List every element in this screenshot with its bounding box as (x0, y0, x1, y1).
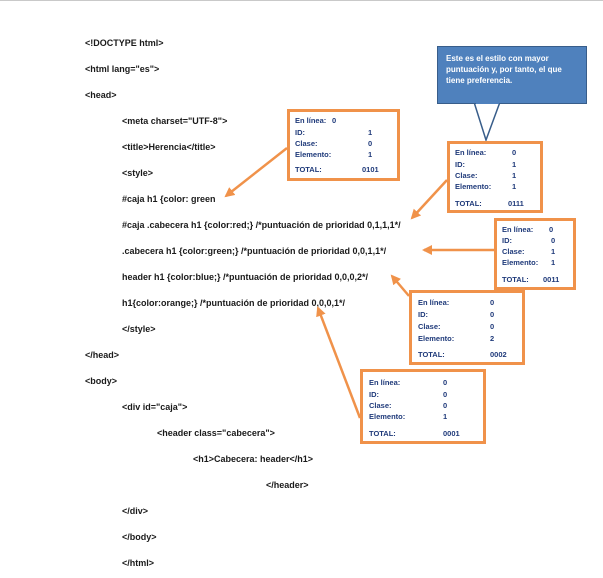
label-id: ID: (418, 310, 428, 319)
value-en-linea: 0 (512, 148, 517, 157)
code-line-div-close: </div> (122, 506, 149, 516)
code-line-body-open: <body> (85, 376, 118, 386)
code-line-head-open: <head> (85, 90, 117, 100)
label-clase: Clase: (369, 401, 392, 410)
code-line-html-close: </html> (122, 558, 155, 568)
code-line-style-open: <style> (122, 168, 154, 178)
label-id: ID: (455, 160, 465, 169)
value-en-linea: 0 (443, 378, 448, 387)
value-total: 0001 (443, 429, 460, 438)
value-clase: 0 (368, 139, 373, 148)
value-en-linea: 0 (490, 298, 495, 307)
score-box-0001: En línea: 0 ID: 0 Clase: 0 Elemento: 1 T… (360, 369, 486, 444)
label-clase: Clase: (418, 322, 441, 331)
preference-callout: Este es el estilo con mayor puntuación y… (437, 46, 587, 104)
value-elemento: 1 (512, 182, 517, 191)
value-total: 0111 (508, 199, 524, 208)
score-box-0111: En línea: 0 ID: 1 Clase: 1 Elemento: 1 T… (447, 141, 543, 213)
arrow-box-5 (316, 306, 362, 419)
value-elemento: 1 (368, 150, 373, 159)
label-elemento: Elemento: (295, 150, 332, 159)
label-en-linea: En línea: (502, 225, 534, 234)
value-id: 0 (490, 310, 495, 319)
value-id: 1 (512, 160, 517, 169)
label-clase: Clase: (502, 247, 525, 256)
label-en-linea: En línea: (418, 298, 450, 307)
value-total: 0002 (490, 350, 507, 359)
code-line-rule-4: header h1 {color:blue;} /*puntuación de … (122, 272, 369, 282)
score-box-0011: En línea: 0 ID: 0 Clase: 1 Elemento: 1 T… (494, 218, 576, 290)
value-elemento: 2 (490, 334, 495, 343)
code-line-header-open: <header class="cabecera"> (157, 428, 275, 438)
label-total: TOTAL: (455, 199, 482, 208)
label-elemento: Elemento: (455, 182, 492, 191)
value-clase: 1 (551, 247, 556, 256)
label-id: ID: (502, 236, 512, 245)
value-id: 0 (443, 390, 448, 399)
code-line-rule-3: .cabecera h1 {color:green;} /*puntuación… (122, 246, 387, 256)
score-box-0002: En línea: 0 ID: 0 Clase: 0 Elemento: 2 T… (409, 290, 525, 365)
code-line-style-close: </style> (122, 324, 156, 334)
code-line-rule-1: #caja h1 {color: green (122, 194, 216, 204)
code-line-div-open: <div id="caja"> (122, 402, 188, 412)
value-clase: 0 (443, 401, 448, 410)
value-en-linea: 0 (332, 116, 337, 125)
code-line-body-close: </body> (122, 532, 157, 542)
callout-pointer (472, 101, 502, 143)
label-clase: Clase: (295, 139, 318, 148)
label-elemento: Elemento: (369, 412, 406, 421)
label-en-linea: En línea: (295, 116, 327, 125)
value-id: 0 (551, 236, 556, 245)
value-clase: 1 (512, 171, 517, 180)
label-total: TOTAL: (369, 429, 396, 438)
code-line-meta: <meta charset="UTF-8"> (122, 116, 228, 126)
value-total: 0101 (362, 165, 379, 174)
score-box-0101: En línea: 0 ID: 1 Clase: 0 Elemento: 1 T… (287, 109, 400, 181)
value-elemento: 1 (443, 412, 448, 421)
value-clase: 0 (490, 322, 495, 331)
code-line-rule-5: h1{color:orange;} /*puntuación de priori… (122, 298, 346, 308)
arrow-box-2 (410, 179, 448, 220)
label-total: TOTAL: (418, 350, 445, 359)
label-total: TOTAL: (502, 275, 529, 284)
label-total: TOTAL: (295, 165, 322, 174)
code-line-rule-2: #caja .cabecera h1 {color:red;} /*puntua… (122, 220, 401, 230)
label-id: ID: (369, 390, 379, 399)
code-line-head-close: </head> (85, 350, 120, 360)
label-en-linea: En línea: (369, 378, 401, 387)
code-line-doctype: <!DOCTYPE html> (85, 38, 164, 48)
arrow-box-4 (390, 274, 410, 297)
label-elemento: Elemento: (418, 334, 455, 343)
arrow-box-1 (224, 147, 288, 198)
code-line-title: <title>Herencia</title> (122, 142, 216, 152)
code-line-html-open: <html lang="es"> (85, 64, 160, 74)
label-clase: Clase: (455, 171, 478, 180)
label-elemento: Elemento: (502, 258, 539, 267)
value-id: 1 (368, 128, 373, 137)
code-line-header-close: </header> (266, 480, 309, 490)
value-elemento: 1 (551, 258, 556, 267)
label-en-linea: En línea: (455, 148, 487, 157)
callout-joint (476, 100, 499, 104)
top-rule (0, 0, 603, 1)
value-en-linea: 0 (549, 225, 554, 234)
label-id: ID: (295, 128, 305, 137)
value-total: 0011 (543, 275, 560, 284)
code-line-h1: <h1>Cabecera: header</h1> (193, 454, 314, 464)
